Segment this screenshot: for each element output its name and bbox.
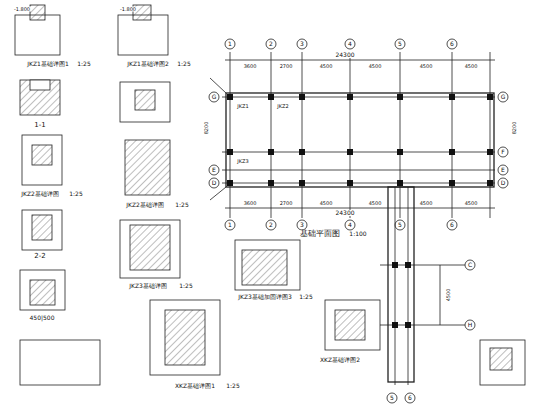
drawing-label: JKZ3基础加固详图3 [237,294,292,300]
drawing-label: 5 [389,395,395,401]
drawing-label: 2-2 [33,253,46,260]
drawing-label: 1:25 [178,283,193,289]
drawing-label: 3600 [243,64,258,69]
drawing-label: XKZ基础详图1 [174,383,216,389]
drawing-label: E [211,167,217,173]
drawing-label: JKZ3 [236,159,249,164]
drawing-label: 4500 [319,64,334,69]
drawing-label: 4500 [446,288,451,303]
drawing-label: 450|500 [29,315,56,321]
drawing-label: 24300 [334,52,355,58]
drawing-label: 6 [449,41,455,47]
drawing-label: 4500 [319,201,334,206]
drawing-label: 基础平面图 [299,230,341,238]
drawing-label: 1:25 [174,202,189,208]
drawing-label: 3600 [243,201,258,206]
drawing-label: 6 [407,395,413,401]
drawing-label: 24300 [334,210,355,216]
drawing-label: 1:25 [76,61,91,67]
drawing-label: G [500,94,507,100]
drawing-label: 1:25 [176,61,191,67]
drawing-label: D [211,180,218,186]
drawing-label: JKZ1基础详图2 [126,61,169,67]
drawing-label: 8200 [204,121,209,136]
drawing-label: 1 [227,222,233,228]
drawing-label: -1.800 [13,7,31,12]
drawing-label: 4500 [419,64,434,69]
drawing-label: G [211,94,218,100]
drawing-label: 2700 [279,64,294,69]
drawing-label: 8200 [512,121,517,136]
drawing-label: 1:100 [348,231,367,237]
drawing-label: H [467,322,474,328]
drawing-label: 1:25 [68,191,83,197]
drawing-label: 3 [299,41,305,47]
drawing-label: 2 [268,222,274,228]
drawing-label: 5 [397,222,403,228]
drawing-label: 1:25 [225,383,240,389]
drawing-label: 5 [397,41,403,47]
drawing-label: 1-1 [33,122,46,129]
drawing-label: JKZ2基础详图 [20,191,60,197]
drawing-label: JKZ2基础详图 [125,202,165,208]
drawing-label: JKZ1基础详图1 [26,61,69,67]
drawing-label: JKZ3基础详图 [128,283,168,289]
drawing-label: C [467,262,473,268]
drawing-label: 2 [268,41,274,47]
drawing-label: 3 [299,222,305,228]
drawing-label: 4500 [368,201,383,206]
drawing-label: E [500,167,506,173]
drawing-label: -1.800 [119,7,137,12]
drawing-label: 1:25 [298,294,313,300]
drawing-label: 2700 [279,201,294,206]
drawing-label: JKZ2 [276,104,289,109]
drawing-label: 4500 [464,201,479,206]
drawing-label: 4500 [419,201,434,206]
drawing-label: 4 [347,222,353,228]
drawing-label: 4 [347,41,353,47]
drawing-label: D [500,180,507,186]
drawing-label: JKZ1 [236,104,249,109]
drawing-label: 6 [449,222,455,228]
drawing-label: 4500 [368,64,383,69]
drawing-label: XKZ基础详图2 [319,357,361,363]
drawing-label: F [500,149,505,155]
drawing-label: 4500 [464,64,479,69]
drawing-label: 1 [227,41,233,47]
